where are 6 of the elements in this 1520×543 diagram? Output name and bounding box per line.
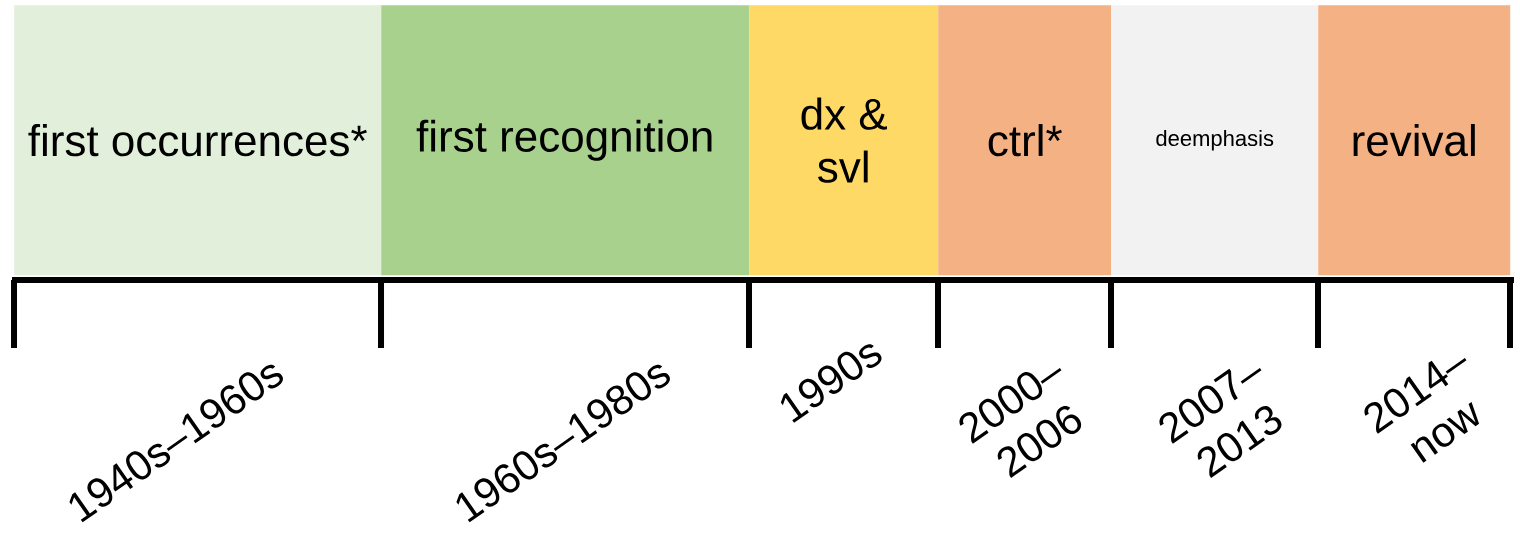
period-band: first occurrences*	[14, 5, 382, 276]
period-band: ctrl*	[938, 5, 1112, 276]
period-band: dx & svl	[749, 5, 939, 276]
period-band: deemphasis	[1111, 5, 1319, 276]
period-band: revival	[1318, 5, 1511, 276]
period-band: first recognition	[381, 5, 750, 276]
